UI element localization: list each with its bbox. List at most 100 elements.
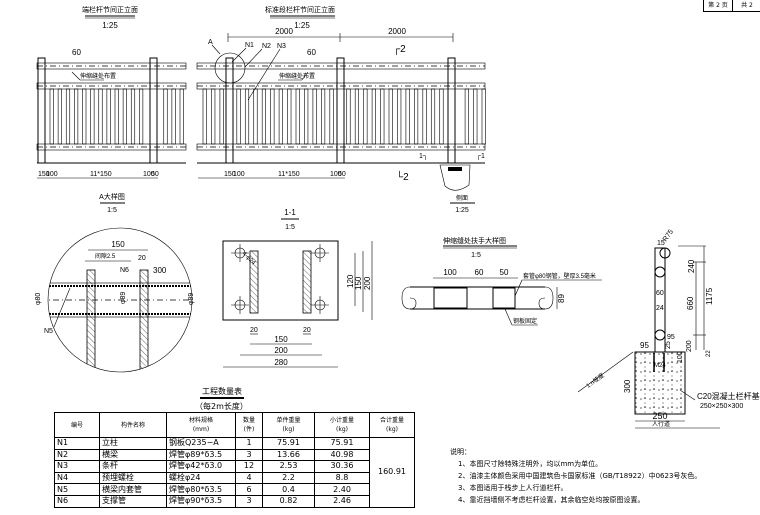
baluster: [430, 88, 436, 145]
table-cell: 13.66: [262, 448, 315, 462]
table-cell: 焊管φ89*δ3.5: [166, 448, 236, 462]
dim: 11*150: [90, 171, 112, 178]
dim: 95: [640, 341, 649, 350]
dim: 22: [706, 350, 712, 357]
detail-a-callout-circle: [214, 52, 246, 84]
table-cell: 焊管φ90*δ3.5: [166, 494, 236, 508]
weld-label: 钢板固定: [513, 317, 537, 325]
walkway-label: 人行道: [652, 420, 670, 428]
dim: 200: [363, 276, 372, 290]
standard-elevation-title: 标准段栏杆节间正立面: [265, 5, 335, 14]
baluster: [405, 88, 410, 145]
dim: 100: [677, 351, 684, 363]
table-cell: 条杆: [99, 460, 167, 473]
table-cell: 6: [235, 483, 263, 496]
baluster: [287, 88, 292, 145]
note-item: 1、本图尺寸除特殊注明外，均以mm为单位。: [458, 460, 603, 468]
baluster: [304, 88, 309, 145]
baluster: [244, 88, 250, 145]
standard-elevation: 标准段栏杆节间正立面 1:25 2000 2000 A N1 N2 N3 60 …: [196, 5, 486, 214]
dim: 300: [153, 266, 167, 275]
column-header: 单件重量(kg): [262, 412, 315, 438]
baluster: [354, 88, 359, 145]
baluster: [171, 88, 176, 145]
page-number: 第 2 页: [708, 2, 728, 9]
dim: 120: [346, 274, 355, 288]
dim: 200: [686, 340, 693, 352]
dim: 20: [303, 327, 311, 334]
dim: 100: [330, 171, 342, 178]
table-cell: 4: [235, 471, 263, 485]
anchor-label: M24: [654, 363, 666, 369]
quantity-table-title: 工程数量表: [200, 386, 244, 399]
dim: 50: [500, 268, 509, 277]
note-item: 2、油漆主体颜色采用中国建筑色卡国家标准（GB/T18922）中0623号灰色。: [458, 472, 702, 480]
end-elevation: 端栏杆节间正立面 1:25 60 伸缩缝处布置 150 100 11*150 1…: [36, 5, 187, 179]
dim: 89: [557, 294, 566, 303]
label-n6: N6: [120, 267, 129, 274]
dim-60: 60: [72, 48, 81, 57]
footing-section: [439, 164, 471, 191]
table-cell: 横梁内套管: [99, 483, 167, 496]
dim-60: 60: [307, 48, 316, 57]
dim: 24: [656, 305, 664, 312]
section-mark-2-bottom: └2: [396, 170, 409, 183]
table-cell: N6: [54, 494, 100, 508]
baluster: [481, 88, 486, 145]
dim: 11*150: [278, 171, 300, 178]
dim: 20: [250, 327, 258, 334]
baluster: [130, 88, 136, 145]
title-block: 第 2 页 共 2: [703, 0, 760, 12]
baluster: [261, 88, 266, 145]
dim: 300: [623, 379, 632, 393]
baluster: [106, 88, 111, 145]
post: [336, 57, 345, 164]
table-cell: 2.46: [314, 494, 370, 508]
baluster: [270, 88, 275, 145]
baluster: [114, 88, 119, 145]
table-cell: 支撑管: [99, 494, 167, 508]
total-weight: 160.91: [369, 437, 415, 508]
table-cell: 8.8: [314, 471, 370, 485]
joint-detail: 伸缩缝处扶手大样图 1:5 100 60 50 89 套管φ80钢管，壁厚3.5…: [401, 236, 602, 326]
side-view: M24 15 R75 240 60 24 660 1175 95 200 25 …: [577, 229, 760, 429]
baluster: [122, 88, 127, 145]
dim: 100: [233, 171, 245, 178]
post: [447, 57, 456, 164]
footing-size: 250×250×300: [700, 403, 743, 410]
dim: φ89: [120, 292, 127, 304]
footing-label: C20混凝土栏杆基础: [697, 391, 760, 401]
dim: 660: [686, 296, 695, 310]
table-cell: 横梁: [99, 448, 167, 462]
concrete-footing: [634, 351, 686, 415]
dim: 60: [475, 268, 484, 277]
callout-n2: N2: [262, 43, 271, 50]
notes-heading: 说明：: [450, 448, 471, 456]
dim: 1175: [705, 287, 714, 305]
side-view-scale: 1:25: [455, 207, 469, 214]
dim: 100: [143, 171, 155, 178]
baluster: [82, 88, 87, 145]
dim: 100: [443, 268, 457, 277]
dim: 150: [354, 276, 363, 290]
joint-label: 伸缩缝处布置: [80, 72, 116, 80]
baluster: [397, 88, 402, 145]
column-header: 编号: [54, 412, 100, 438]
section-mark-1-left: 1┐: [419, 153, 428, 160]
section-mark-2-top: ┌2: [393, 44, 406, 55]
baluster: [388, 88, 393, 145]
column-header: 数量(件): [235, 412, 263, 438]
baluster: [90, 88, 95, 145]
post: [654, 247, 666, 353]
baluster: [57, 88, 62, 145]
table-cell: 75.91: [262, 437, 315, 450]
baluster: [363, 88, 368, 145]
dim: 150: [38, 171, 50, 178]
baluster: [98, 88, 103, 145]
column-header: 材料规格(mm): [166, 412, 236, 438]
dim: 60: [656, 290, 664, 297]
notes: 说明： 1、本图尺寸除特殊注明外，均以mm为单位。 2、油漆主体颜色采用中国建筑…: [450, 446, 701, 506]
